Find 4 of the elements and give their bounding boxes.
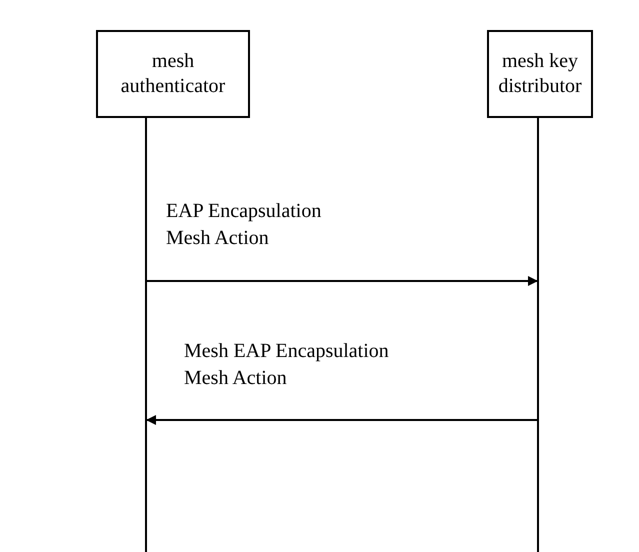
participant-box: mesh authenticator	[96, 30, 250, 118]
participant-box: mesh key distributor	[487, 30, 593, 118]
message-arrow	[146, 415, 538, 425]
message-arrow	[146, 276, 538, 286]
